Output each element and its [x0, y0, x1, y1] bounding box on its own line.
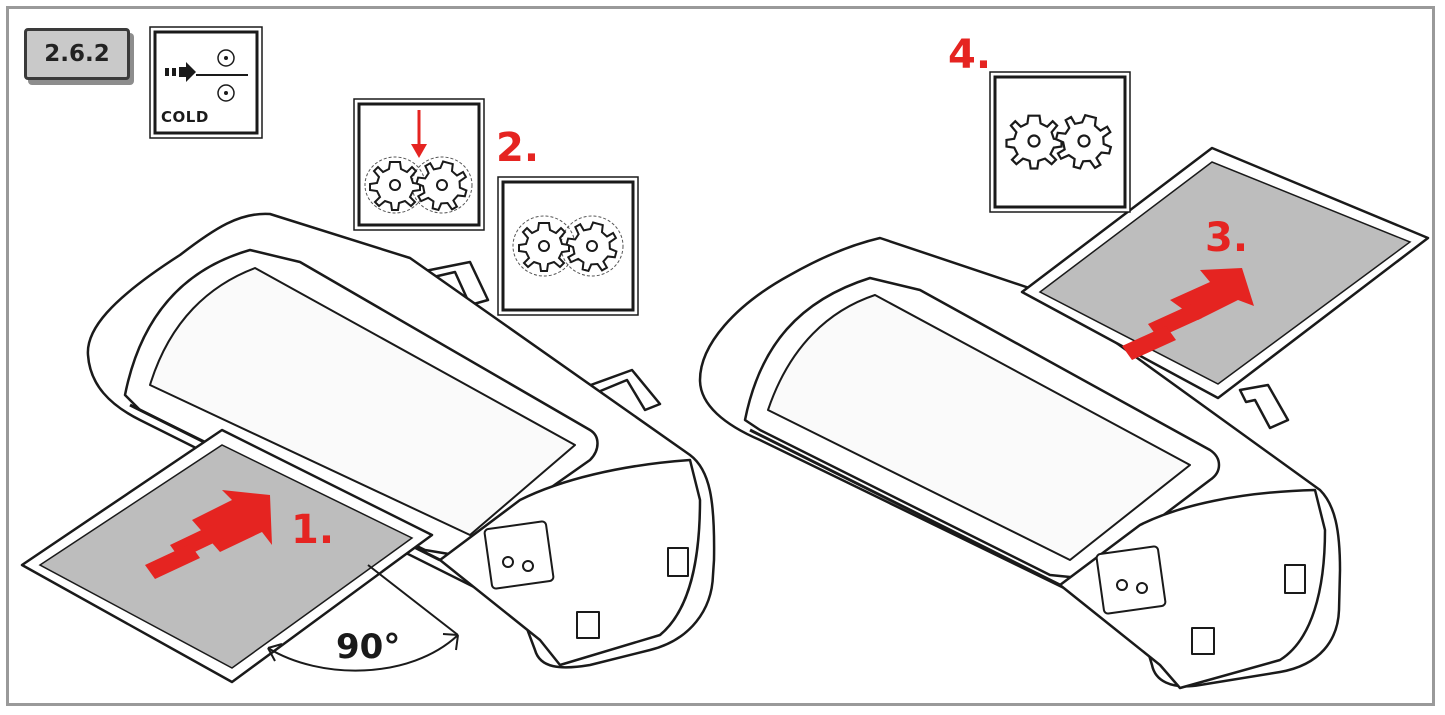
step-3-label: 3.: [1205, 215, 1249, 261]
feed-arrow-icon: [145, 490, 272, 579]
side-panel-right: [1058, 488, 1327, 690]
power-switch-left: [667, 547, 689, 577]
control-panel-right: [1095, 545, 1167, 615]
control-panel-left: [483, 520, 555, 590]
lid-window-left: [149, 267, 576, 536]
step-2-label: 2.: [496, 125, 540, 171]
gears-press-icon: [353, 98, 485, 231]
mode-switch-left: [576, 611, 600, 639]
mode-switch-right: [1191, 627, 1215, 655]
gears-rotate-icon: [497, 176, 639, 316]
laminator-right: [698, 236, 1342, 690]
exit-arrow-icon: [1122, 268, 1254, 360]
document-left: [20, 428, 434, 684]
gears-run-icon: [989, 71, 1131, 213]
lid-window-right: [767, 294, 1191, 561]
feed-slot-right: [749, 428, 1061, 587]
angle-indicator: [267, 564, 459, 672]
led-right-a: [1116, 579, 1128, 591]
led-right-b: [1136, 582, 1148, 594]
step-1-label: 1.: [291, 507, 335, 553]
side-panel-left: [438, 458, 702, 667]
rear-paper-guide-right-unit: [1238, 383, 1290, 430]
angle-label: 90°: [336, 627, 401, 667]
step-4-label: 4.: [948, 32, 992, 78]
cold-mode-icon: [149, 26, 263, 139]
power-switch-right: [1284, 564, 1306, 594]
led-left-b: [522, 560, 534, 572]
section-number-badge: 2.6.2: [24, 28, 130, 80]
led-left-a: [502, 556, 514, 568]
cold-label: COLD: [161, 108, 209, 126]
laminator-left: [86, 212, 716, 669]
